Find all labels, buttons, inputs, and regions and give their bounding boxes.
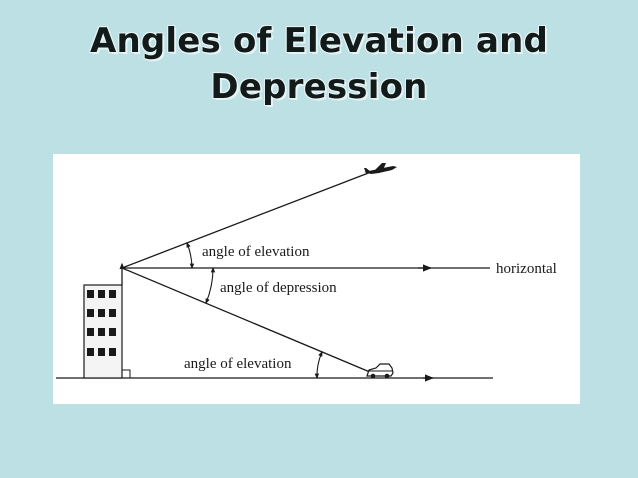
angle-depression-arc (205, 266, 216, 305)
diagram-figure: angle of elevation angle of depression a… (53, 154, 580, 404)
title-line-1: Angles of Elevation and (89, 21, 549, 61)
airplane-icon (364, 163, 397, 174)
angle-elevation-bottom-arc (314, 350, 323, 380)
label-angle-depression: angle of depression (220, 280, 337, 296)
diagram-svg: angle of elevation angle of depression a… (56, 163, 557, 382)
angle-elevation-top-arc (186, 241, 195, 270)
sight-line-car (121, 267, 378, 376)
title-line-2: Depression (210, 67, 428, 107)
building (83, 284, 131, 379)
car-icon (366, 363, 394, 379)
label-angle-elevation-bottom: angle of elevation (184, 356, 292, 372)
label-angle-elevation-top: angle of elevation (202, 244, 310, 260)
label-horizontal: horizontal (496, 261, 557, 277)
sight-line-airplane (121, 171, 372, 269)
slide-title: Angles of Elevation and Depression (0, 18, 638, 110)
